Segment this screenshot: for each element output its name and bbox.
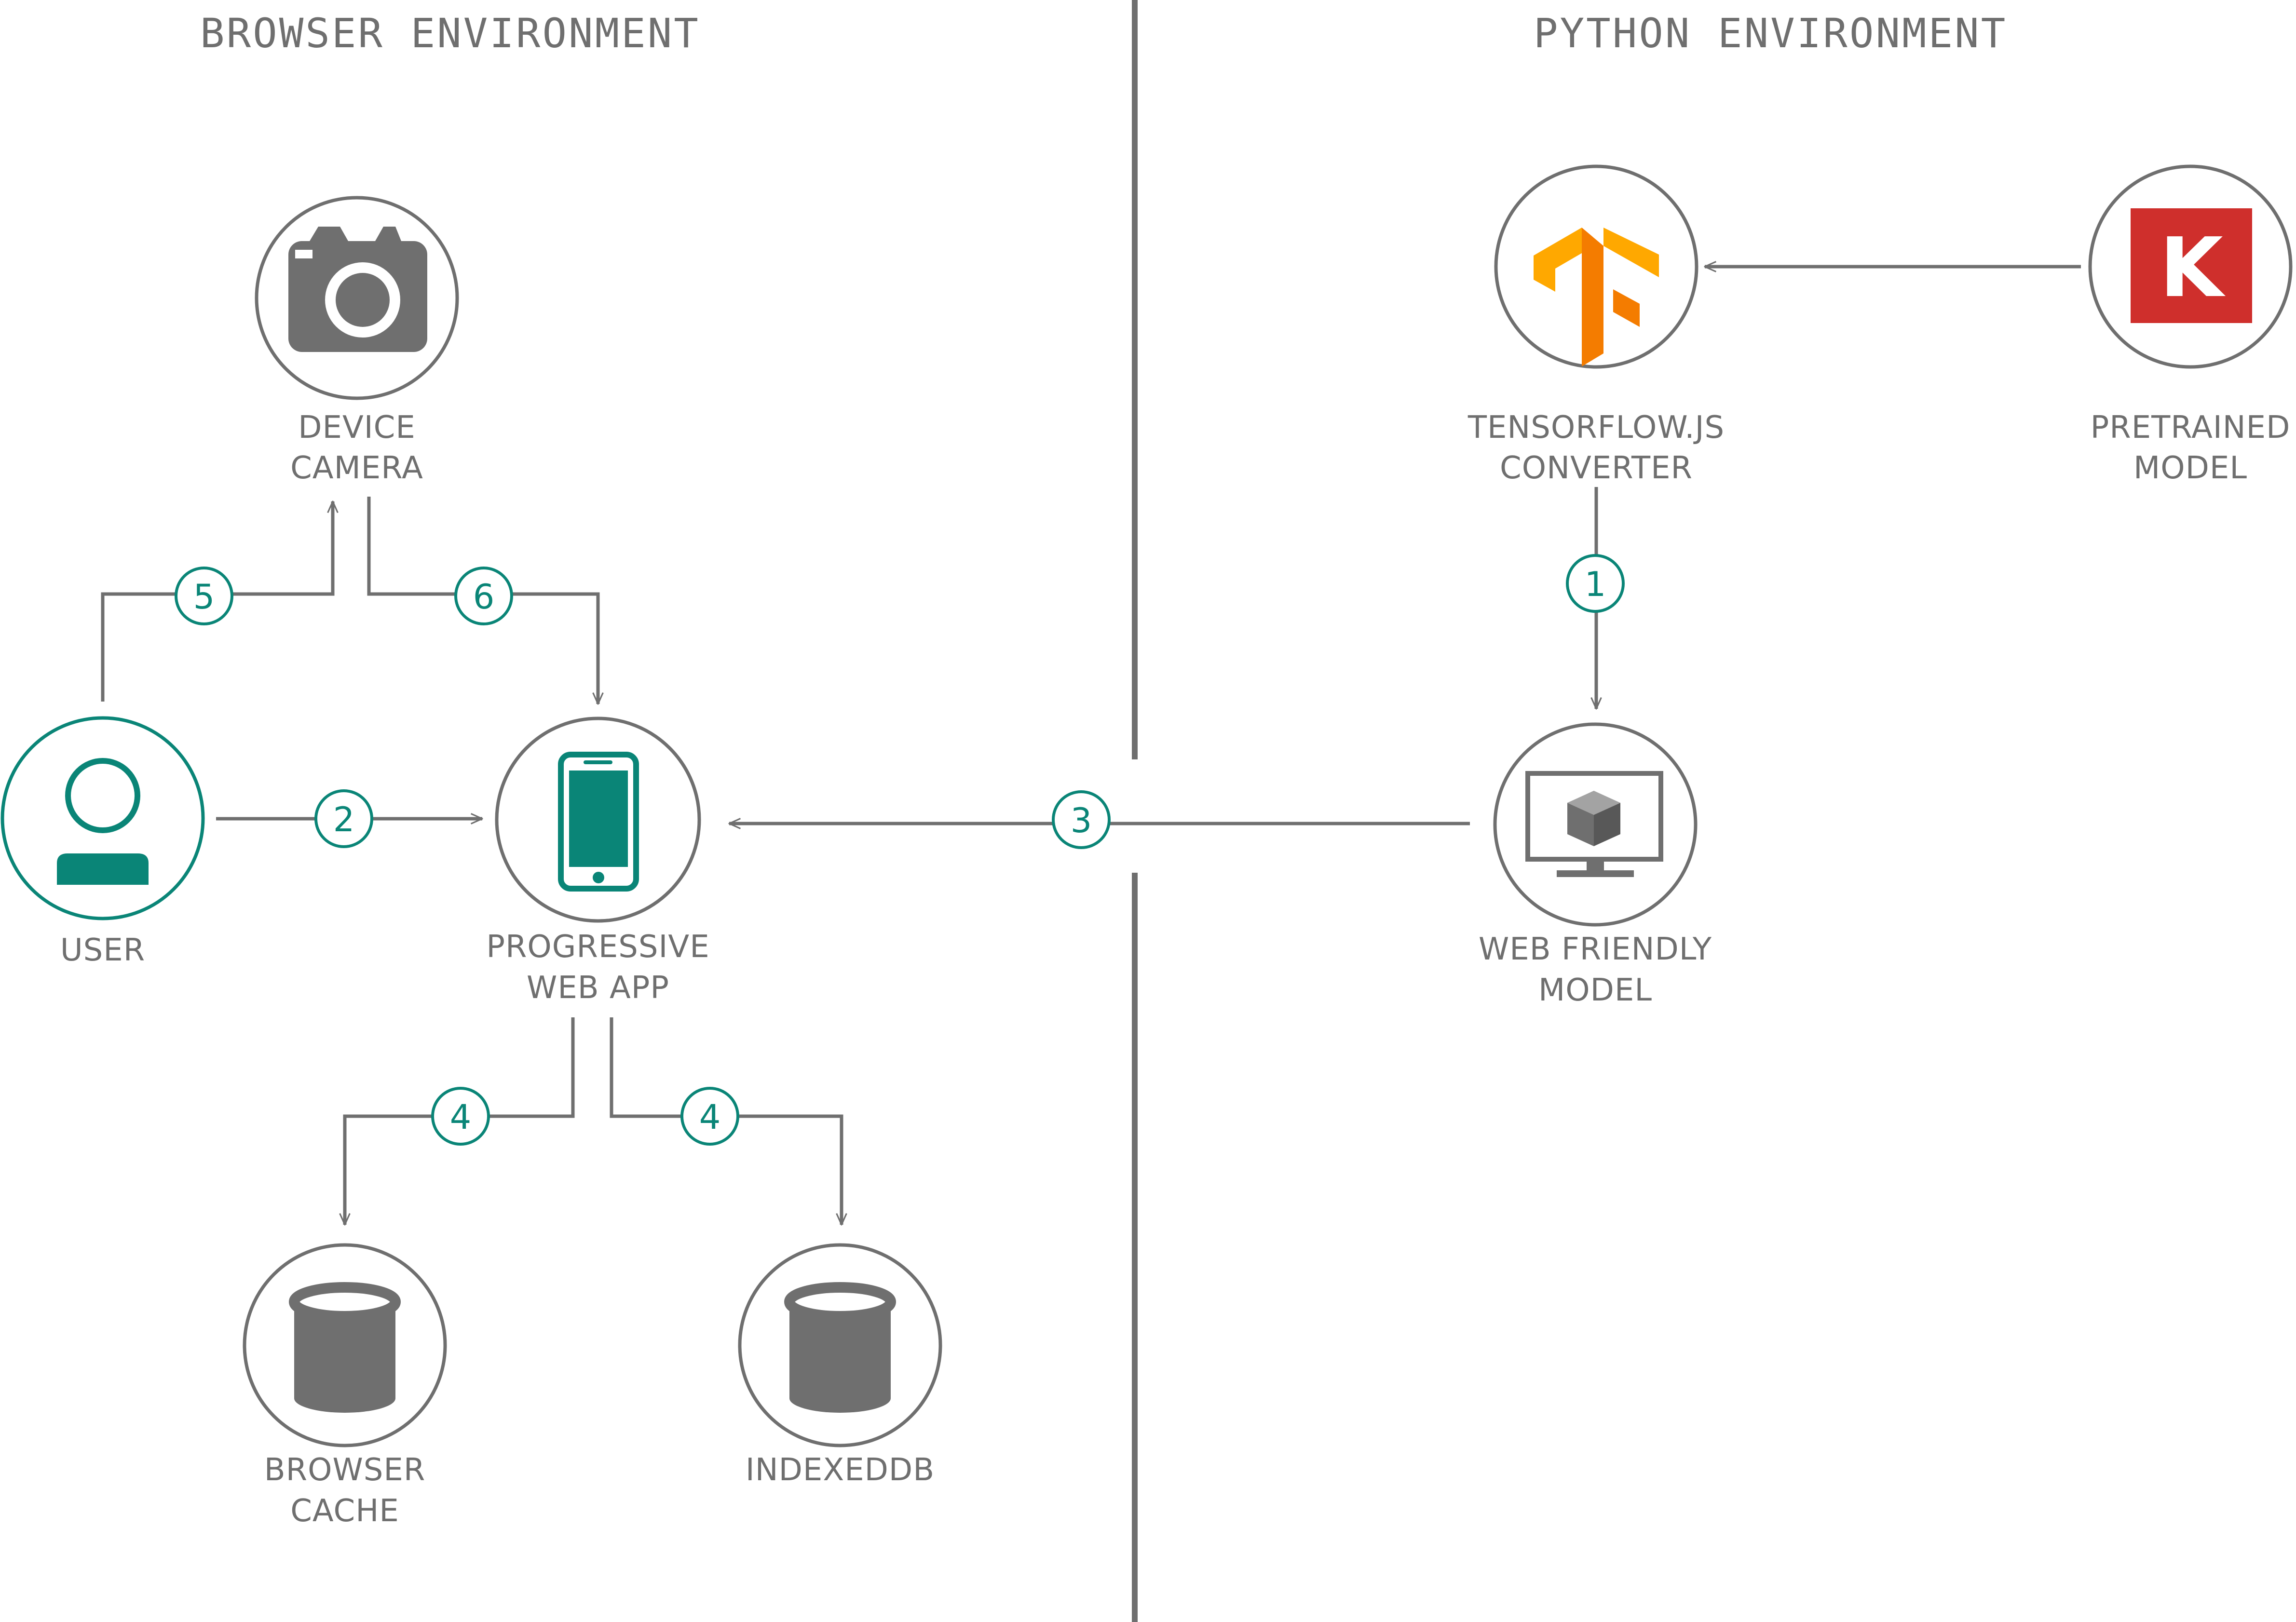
pretrained-model-node: K PRETRAINED MODEL — [2088, 164, 2293, 486]
node-label-line1: WEB FRIENDLY — [1479, 932, 1712, 967]
step-number: 6 — [473, 577, 495, 617]
step-number: 1 — [1585, 565, 1606, 604]
tensorflow-converter-node: TENSORFLOW.JS CONVERTER — [1467, 164, 1725, 486]
step-number: 2 — [333, 800, 355, 839]
user-node: USER — [0, 716, 205, 968]
step-badge-5: 5 — [175, 567, 233, 625]
step-number: 5 — [193, 577, 215, 617]
step-number: 4 — [450, 1097, 472, 1137]
node-label-line2: WEB APP — [527, 970, 669, 1006]
node-label-line1: USER — [60, 933, 145, 968]
step-badge-3: 3 — [1052, 790, 1111, 849]
indexeddb-node: INDEXEDDB — [738, 1243, 942, 1488]
browser-cache-node: BROWSER CACHE — [243, 1243, 447, 1529]
keras-logo-letter: K — [2160, 220, 2226, 316]
user-icon — [57, 758, 149, 885]
step-badge-4-indexeddb: 4 — [680, 1087, 739, 1146]
node-label-line1: PRETRAINED — [2091, 410, 2291, 446]
node-label-line1: INDEXEDDB — [746, 1452, 935, 1488]
smartphone-icon — [558, 752, 639, 892]
browser-environment-title: BROWSER ENVIRONMENT — [200, 10, 700, 57]
node-label-line1: DEVICE — [298, 410, 416, 446]
step-badge-1: 1 — [1566, 554, 1625, 613]
web-friendly-model-node: WEB FRIENDLY MODEL — [1479, 722, 1712, 1008]
step-badge-2: 2 — [314, 789, 373, 848]
python-environment-title: PYTHON ENVIRONMENT — [1534, 10, 2007, 57]
node-label-line2: CAMERA — [290, 450, 423, 486]
node-label-line2: MODEL — [2133, 450, 2247, 486]
step-badge-6: 6 — [454, 567, 513, 625]
step-badge-4-cache: 4 — [431, 1087, 490, 1146]
keras-logo-icon: K — [2131, 208, 2252, 323]
node-label-line1: PROGRESSIVE — [486, 929, 709, 965]
step-number: 3 — [1071, 801, 1092, 840]
progressive-web-app-node: PROGRESSIVE WEB APP — [486, 716, 709, 1006]
device-camera-node: DEVICE CAMERA — [255, 196, 459, 486]
node-label-line2: CONVERTER — [1500, 450, 1693, 486]
camera-icon — [288, 227, 427, 352]
node-label-line1: TENSORFLOW.JS — [1467, 410, 1725, 446]
node-label-line1: BROWSER — [264, 1452, 426, 1488]
database-icon — [289, 1282, 401, 1413]
tensorflow-logo-icon — [1534, 228, 1659, 366]
node-label-line2: CACHE — [290, 1493, 399, 1529]
monitor-cube-icon — [1525, 771, 1663, 877]
step-number: 4 — [699, 1097, 721, 1137]
node-label-line2: MODEL — [1538, 973, 1652, 1008]
database-icon — [784, 1282, 896, 1413]
